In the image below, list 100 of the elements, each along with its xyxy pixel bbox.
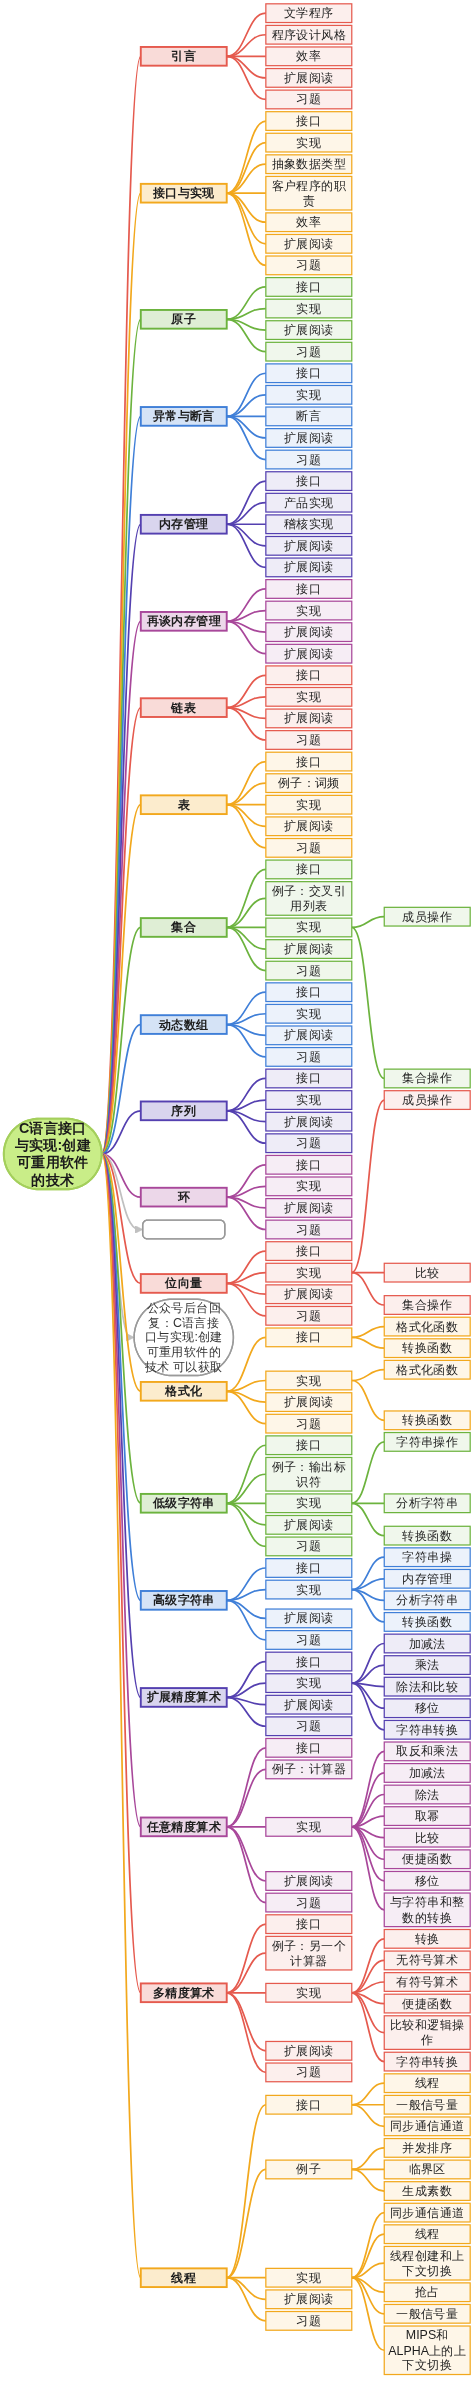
- connector: [225, 480, 267, 526]
- node-box: 位向量: [139, 1273, 228, 1294]
- node-box: 习题: [265, 1046, 353, 1067]
- node-box: 格式化函数: [383, 1359, 471, 1380]
- node-box: 实现: [265, 600, 353, 621]
- node-box: 转换: [383, 1928, 471, 1949]
- node-box: 一般信号量: [383, 2094, 471, 2115]
- node-box: 扩展阅读: [265, 1197, 353, 1218]
- node-box: 接口: [265, 1435, 353, 1456]
- node-box: 表: [139, 794, 228, 816]
- node-box: 接口: [265, 859, 353, 880]
- connector: [225, 803, 267, 849]
- node-box: 线程: [383, 2073, 471, 2094]
- node-box: 例子：词频: [265, 773, 353, 794]
- node-box: 实现: [265, 794, 353, 815]
- node-box: 扩展阅读: [265, 1111, 353, 1132]
- node-box: 字符串转换: [383, 1719, 471, 1740]
- node-box: 接口: [265, 363, 353, 384]
- node-box: 扩展阅读: [265, 1514, 353, 1535]
- node-box: 移位: [383, 1870, 471, 1891]
- node-box: 链表: [139, 697, 228, 718]
- node-box: 乘法: [383, 1655, 471, 1676]
- node-box: 例子：交叉引用列表: [265, 881, 353, 916]
- node-box: 加减法: [383, 1633, 471, 1654]
- node-box: 文学程序: [265, 3, 353, 24]
- node-box: 除法: [383, 1784, 471, 1805]
- node-box: 一般信号量: [383, 2303, 471, 2324]
- node-box: 实现: [265, 298, 353, 319]
- node-box: 扩展阅读: [265, 816, 353, 837]
- node-box: 成员操作: [383, 1090, 471, 1111]
- node-box: 实现: [265, 2267, 353, 2288]
- node-box: 扩展阅读: [265, 557, 353, 578]
- node-box: 扩展阅读: [265, 1694, 353, 1715]
- node-box: 接口: [265, 1241, 353, 1262]
- node-box: 移位: [383, 1698, 471, 1719]
- node-box: 接口: [265, 1558, 353, 1578]
- node-box: 习题: [265, 837, 353, 858]
- node-box: 字符串操: [383, 1547, 471, 1568]
- node-box: 接口: [265, 1651, 353, 1672]
- node-box: 扩展阅读: [265, 1871, 353, 1891]
- node-box: 实现: [265, 1370, 353, 1391]
- node-box: 比较和逻辑操作: [383, 2015, 471, 2050]
- node-box: 习题: [265, 1716, 353, 1737]
- node-box: 习题: [265, 2310, 353, 2331]
- connector: [225, 523, 267, 569]
- node-box: 线程: [383, 2224, 471, 2245]
- node-box: 比较: [383, 1262, 471, 1283]
- node-box: 实现: [265, 1003, 353, 1024]
- node-box: 与字符串和整数的转换: [383, 1892, 471, 1928]
- node-box: 同步通信通道: [383, 2202, 471, 2223]
- node-box: 集合操作: [383, 1068, 471, 1089]
- connector: [225, 523, 267, 526]
- node-box: 产品实现: [265, 492, 353, 513]
- node-box: 实现: [265, 686, 353, 707]
- node-box: 扩展阅读: [265, 428, 353, 448]
- node-box: 接口: [265, 1914, 353, 1935]
- node-box: 扩展阅读: [265, 535, 353, 556]
- node-box: 习题: [265, 730, 353, 750]
- node-box: 习题: [265, 1413, 353, 1434]
- node-box: 接口: [265, 1327, 353, 1348]
- node-box: 动态数组: [139, 1014, 228, 1035]
- connector: [225, 501, 267, 526]
- node-box: 扩展阅读: [265, 2289, 353, 2310]
- node-box: 扩展阅读: [265, 67, 353, 88]
- node-box: 接口: [265, 579, 353, 599]
- node-box: 实现: [265, 1579, 353, 1600]
- node-box: 扩展阅读: [265, 939, 353, 959]
- node-box: 转换函数: [383, 1338, 471, 1359]
- node-box: 接口: [265, 2094, 353, 2115]
- node-box: 习题: [265, 1630, 353, 1650]
- node-box: 扩展阅读: [265, 2040, 353, 2061]
- node-box: 扩展阅读: [265, 622, 353, 643]
- node-box: 临界区: [383, 2159, 471, 2180]
- node-box: 实现: [265, 1176, 353, 1197]
- node-box: 接口: [265, 665, 353, 686]
- node-box: 字符串转换: [383, 2051, 471, 2072]
- node-box: 程序设计风格: [265, 24, 353, 45]
- node-box: 实现: [265, 1816, 353, 1837]
- node-box: 比较: [383, 1827, 471, 1848]
- node-box: 习题: [265, 255, 353, 276]
- node-box: 无符号算术: [383, 1950, 471, 1971]
- node-box: 接口: [265, 751, 353, 772]
- node-box: 便捷函数: [383, 1993, 471, 2014]
- node-box: 格式化函数: [383, 1316, 471, 1337]
- node-box: 实现: [265, 1982, 353, 2003]
- node-box: 转换函数: [383, 1525, 471, 1546]
- node-box: 低级字符串: [139, 1492, 228, 1514]
- node-box: 例子：计算器: [265, 1759, 353, 1780]
- node-box: 集合: [139, 917, 228, 938]
- node-box: 除法和比较: [383, 1676, 471, 1697]
- node-box: 内存管理: [383, 1568, 471, 1589]
- node-box: 抢占: [383, 2282, 471, 2303]
- node-box: 扩展阅读: [265, 233, 353, 254]
- node-box: 实现: [265, 1493, 353, 1514]
- node-box: 转换函数: [383, 1611, 471, 1632]
- node-box: 接口与实现: [139, 182, 228, 204]
- node-box: 习题: [265, 1305, 353, 1326]
- node-box: 加减法: [383, 1762, 471, 1783]
- node-box: 习题: [265, 1219, 353, 1240]
- node-box: 引言: [139, 46, 228, 67]
